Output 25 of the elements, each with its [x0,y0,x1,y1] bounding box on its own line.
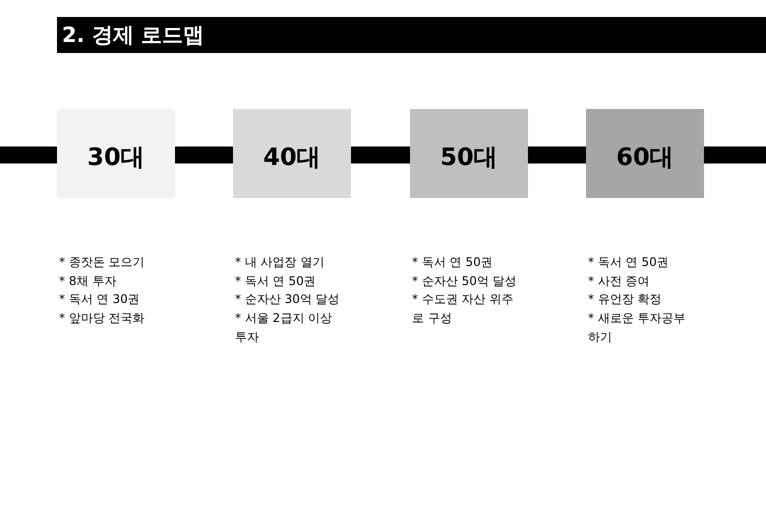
list-item: * 순자산 50억 달성 [412,272,518,290]
list-item: * 독서 연 50권 [588,254,670,271]
list-item: * 종잣돈 모으기 [59,254,146,271]
list-item: * 내 사업장 열기 [235,254,326,271]
list-item: * 서울 2급지 이상 투자 [235,310,334,346]
timeline-segment [704,146,766,164]
list-item: * 순자산 30억 달성 [235,291,341,308]
stage-box: 50대 [410,109,528,198]
list-item: * 독서 연 50권 [235,272,317,290]
list-item: * 유언장 확정 [588,291,663,308]
title-bar: 2. 경제 로드맵 [57,17,766,53]
timeline-segment [351,146,410,164]
list-item: * 앞마당 전국화 [59,310,146,328]
stage-box: 30대 [57,109,175,198]
timeline-segment [175,146,233,164]
stage-box: 40대 [233,109,351,198]
list-item: * 8채 투자 [59,272,118,290]
list-item: * 독서 연 50권 [412,254,494,271]
list-item: * 새로운 투자공부 하기 [588,310,687,346]
timeline-segment [0,146,57,164]
list-item: * 수도권 자산 위주로 구성 [412,291,514,328]
stage-box: 60대 [586,109,704,198]
list-item: * 사전 증여 [588,272,651,290]
list-item: * 독서 연 30권 [59,291,141,308]
timeline-segment [528,146,586,164]
